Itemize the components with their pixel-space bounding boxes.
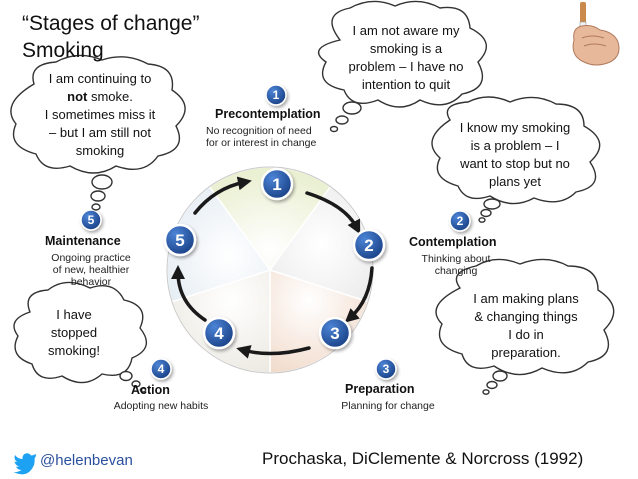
cloud-line: I sometimes miss it — [44, 107, 156, 122]
hand-cigarette-icon — [572, 2, 620, 66]
cloud-line: preparation. — [491, 345, 561, 360]
cloud-line: intention to quit — [361, 77, 451, 92]
arrow-5-to-1 — [193, 176, 252, 215]
cloud-line: want to stop but no — [460, 156, 570, 171]
stage-desc-contemplation: Thinking about changing — [404, 253, 508, 277]
cloud-text-making-plans: I am making plans & changing things I do… — [464, 290, 588, 362]
arrow-1-to-2 — [305, 191, 361, 235]
stage-title-precontemplation: Precontemplation — [215, 107, 321, 121]
cloud-line: I am not aware my — [352, 23, 460, 38]
wheel-badge-2-label: 2 — [364, 236, 373, 255]
citation: Prochaska, DiClemente & Norcross (1992) — [262, 449, 584, 468]
stage-desc-line: behavior — [70, 276, 112, 288]
outer-badge-3 — [375, 358, 397, 380]
title-line-2: Smoking — [22, 39, 104, 62]
thought-cloud-know-problem — [431, 96, 601, 223]
stage-desc-line: Thinking about — [421, 253, 491, 265]
stage-desc-line: changing — [434, 265, 478, 277]
wheel-badges — [163, 167, 386, 350]
outer-badge-1-label: 1 — [273, 88, 280, 102]
slide-title: “Stages of change” Smoking — [22, 10, 199, 64]
outer-badges — [80, 84, 471, 380]
thought-cloud-not-aware — [317, 0, 487, 133]
cloud-line: I know my smoking — [459, 120, 571, 135]
stage-desc-preparation: Planning for change — [325, 400, 451, 412]
arrow-2-to-3 — [344, 266, 374, 323]
stage-desc-line: Adopting new habits — [113, 400, 209, 412]
stage-desc-line: for or interest in change — [206, 137, 317, 149]
outer-badge-5 — [80, 209, 102, 231]
stage-title-action: Action — [131, 383, 170, 397]
cycle-arrows — [171, 176, 374, 359]
arrow-3-to-4 — [236, 345, 311, 359]
wheel-badge-1 — [260, 167, 294, 201]
outer-badge-5-label: 5 — [88, 213, 95, 227]
change-wheel — [166, 166, 374, 374]
cloud-line: not smoke. — [30, 88, 170, 106]
twitter-handle[interactable]: @helenbevan — [40, 452, 133, 469]
wheel-badge-3-label: 3 — [330, 324, 339, 343]
stage-desc-line: Ongoing practice — [51, 252, 131, 264]
cloud-line: I have — [56, 307, 92, 322]
twitter-bird-icon — [13, 453, 36, 475]
stage-desc-line: Planning for change — [341, 400, 435, 412]
cloud-line: I am making plans — [473, 291, 579, 306]
outer-badge-1 — [265, 84, 287, 106]
wheel-badge-1-label: 1 — [272, 175, 281, 194]
stage-title-preparation: Preparation — [345, 382, 415, 396]
cloud-line: smoking — [75, 143, 125, 158]
outer-badge-4 — [150, 358, 172, 380]
stage-desc-maintenance: Ongoing practice of new, healthier behav… — [38, 252, 144, 288]
cloud-line: is a problem – I — [470, 138, 560, 153]
wheel-badge-5-label: 5 — [175, 231, 184, 250]
cloud-line: – but I am still not — [49, 125, 151, 140]
thought-cloud-continuing — [10, 54, 186, 211]
stage-desc-precontemplation: No recognition of need for or interest i… — [206, 125, 342, 149]
wheel-badge-4 — [202, 316, 236, 350]
cloud-line: smoking is a — [369, 41, 443, 56]
cloud-line: smoking! — [47, 343, 101, 358]
cloud-line: & changing things — [474, 309, 578, 324]
thought-cloud-stopped — [13, 281, 148, 393]
stage-desc-action: Adopting new habits — [96, 400, 226, 412]
wheel-badge-2 — [352, 228, 386, 262]
stage-desc-line: No recognition of need — [206, 125, 312, 137]
outer-badge-2-label: 2 — [457, 214, 464, 228]
cloud-text-not-aware: I am not aware my smoking is a problem –… — [344, 22, 468, 94]
stage-desc-line: of new, healthier — [52, 264, 130, 276]
cloud-line: plans yet — [488, 174, 542, 189]
outer-badge-3-label: 3 — [383, 362, 390, 376]
cloud-line-rest: smoke. — [87, 89, 133, 104]
cloud-text-know-problem: I know my smoking is a problem – I want … — [452, 119, 578, 191]
cloud-line: stopped — [50, 325, 98, 340]
wheel-badge-3 — [318, 316, 352, 350]
cloud-line: I am continuing to — [48, 71, 152, 86]
thought-cloud-making-plans — [435, 258, 615, 395]
stage-title-contemplation: Contemplation — [409, 235, 497, 249]
wheel-badge-4-label: 4 — [214, 324, 224, 343]
wheel-badge-5 — [163, 223, 197, 257]
cloud-line: problem – I have no — [348, 59, 464, 74]
cloud-bold-word: not — [67, 89, 88, 104]
cloud-text-stopped: I have stopped smoking! — [34, 306, 114, 360]
outer-badge-4-label: 4 — [158, 362, 165, 376]
title-line-1: “Stages of change” — [22, 12, 200, 35]
stage-title-maintenance: Maintenance — [45, 234, 121, 248]
arrow-4-to-5 — [171, 265, 207, 322]
outer-badge-2 — [449, 210, 471, 232]
cloud-text-continuing: I am continuing to not smoke. I sometime… — [30, 70, 170, 160]
cloud-line: I do in — [508, 327, 544, 342]
